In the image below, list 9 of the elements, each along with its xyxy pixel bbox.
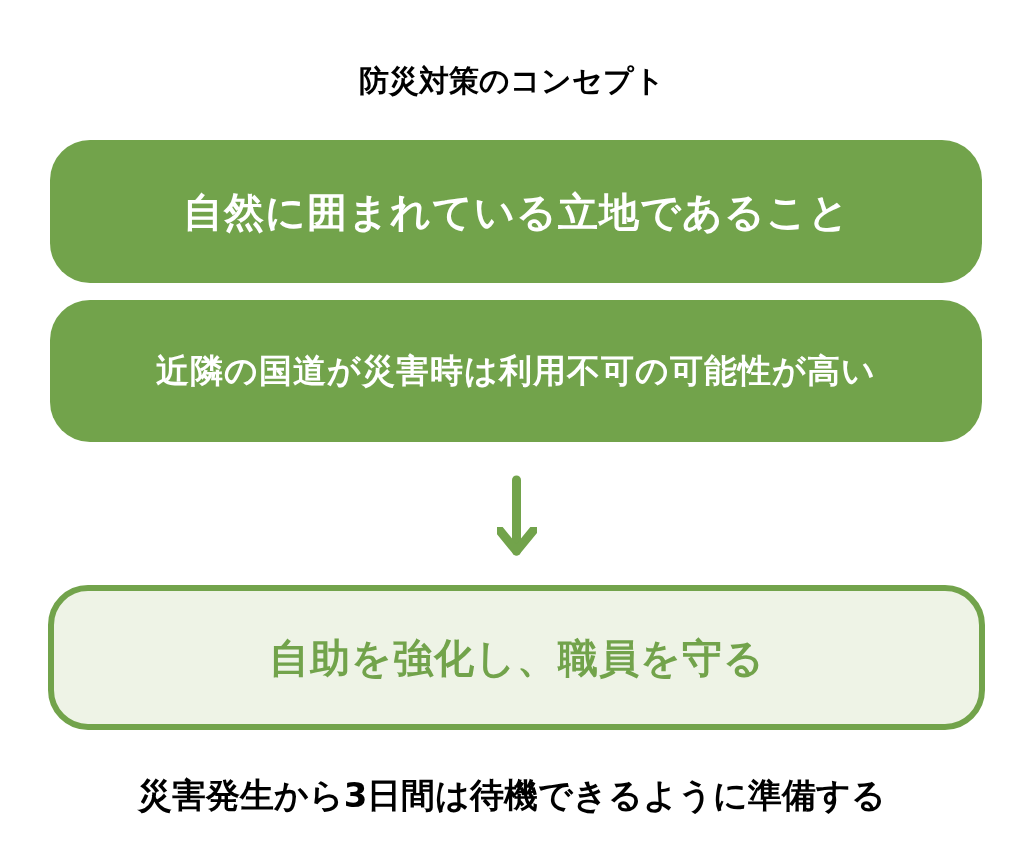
rounded-box [48,585,985,730]
diagram-title: 防災対策のコンセプト [359,62,665,100]
rounded-box [50,300,982,442]
arrow [494,475,539,556]
caption: 災害発生から3日間は待機できるように準備する [137,774,887,817]
rounded-box [50,140,982,283]
box-text: 近隣の国道が災害時は利用不可の可能性が高い [156,350,876,393]
box-text: 自助を強化し、職員を守る [268,633,765,683]
box-text: 自然に囲まれている立地であること [182,187,850,237]
